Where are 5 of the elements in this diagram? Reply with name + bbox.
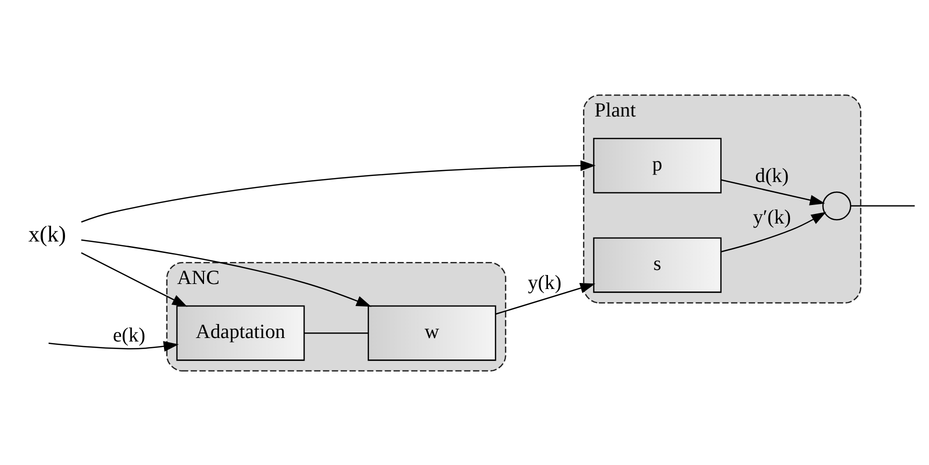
edge-label: y′(k) xyxy=(752,206,791,228)
edge-label: e(k) xyxy=(112,324,146,346)
node-text: x(k) xyxy=(28,221,66,246)
edge-label: y(k) xyxy=(528,271,562,294)
edge-label: d(k) xyxy=(755,164,789,186)
